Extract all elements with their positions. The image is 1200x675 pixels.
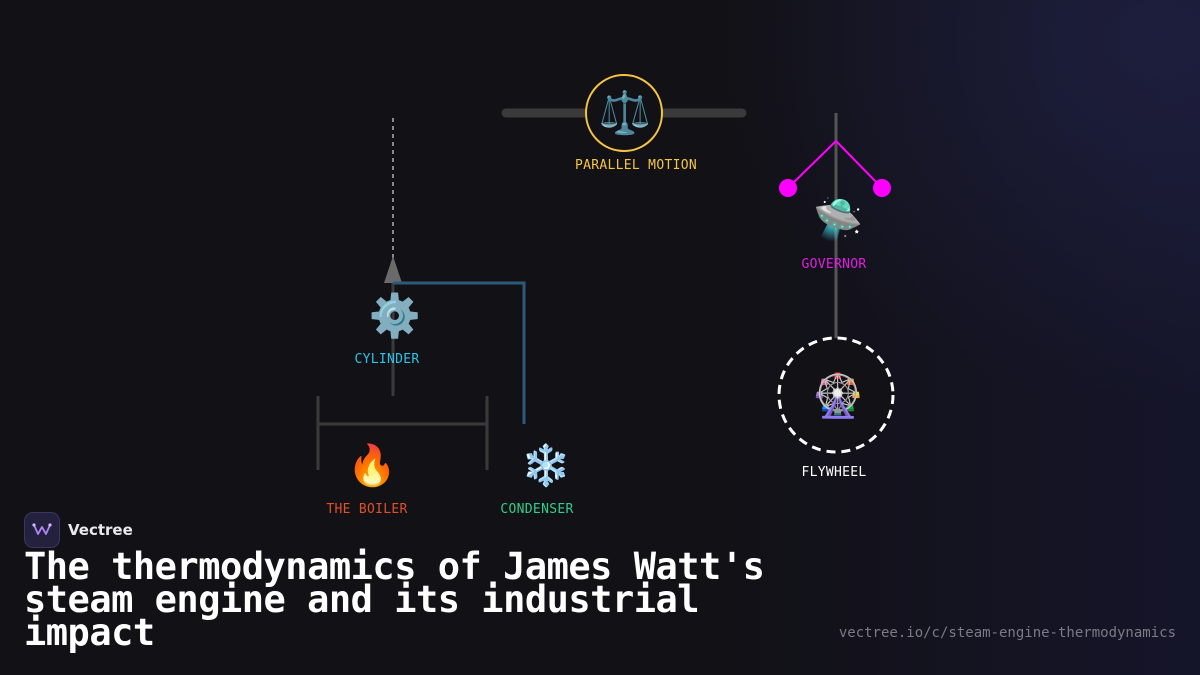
piston-arrow <box>384 256 402 283</box>
brand[interactable]: Vectree <box>24 512 133 548</box>
flying-saucer-icon: 🛸 <box>813 197 863 243</box>
vectree-logo-icon <box>24 512 60 548</box>
page-url[interactable]: vectree.io/c/steam-engine-thermodynamics <box>838 625 1176 641</box>
cylinder-label: CYLINDER <box>354 352 420 367</box>
condenser-pipe <box>393 281 526 424</box>
page-title: The thermodynamics of James Watt's steam… <box>24 545 765 654</box>
governor-ball-right <box>873 179 891 197</box>
ferris-wheel-icon: 🎡 <box>811 371 865 420</box>
parallel-motion-label: PARALLEL MOTION <box>575 158 697 173</box>
governor-arm-right <box>835 140 883 189</box>
fire-icon: 🔥 <box>347 443 397 489</box>
balance-scale-icon: ⚖️ <box>598 88 652 137</box>
governor-label: GOVERNOR <box>801 257 867 272</box>
boiler-label: THE BOILER <box>326 502 408 517</box>
snowflake-icon: ❄️ <box>521 443 571 489</box>
condenser-label: CONDENSER <box>500 502 574 517</box>
gear-icon: ⚙️ <box>368 291 422 340</box>
flywheel-ring <box>777 336 895 454</box>
governor-arm-left <box>787 140 837 189</box>
flywheel-label: FLYWHEEL <box>801 465 867 480</box>
parallel-motion-ring <box>585 74 663 152</box>
brand-name: Vectree <box>68 521 133 539</box>
governor-ball-left <box>779 179 797 197</box>
